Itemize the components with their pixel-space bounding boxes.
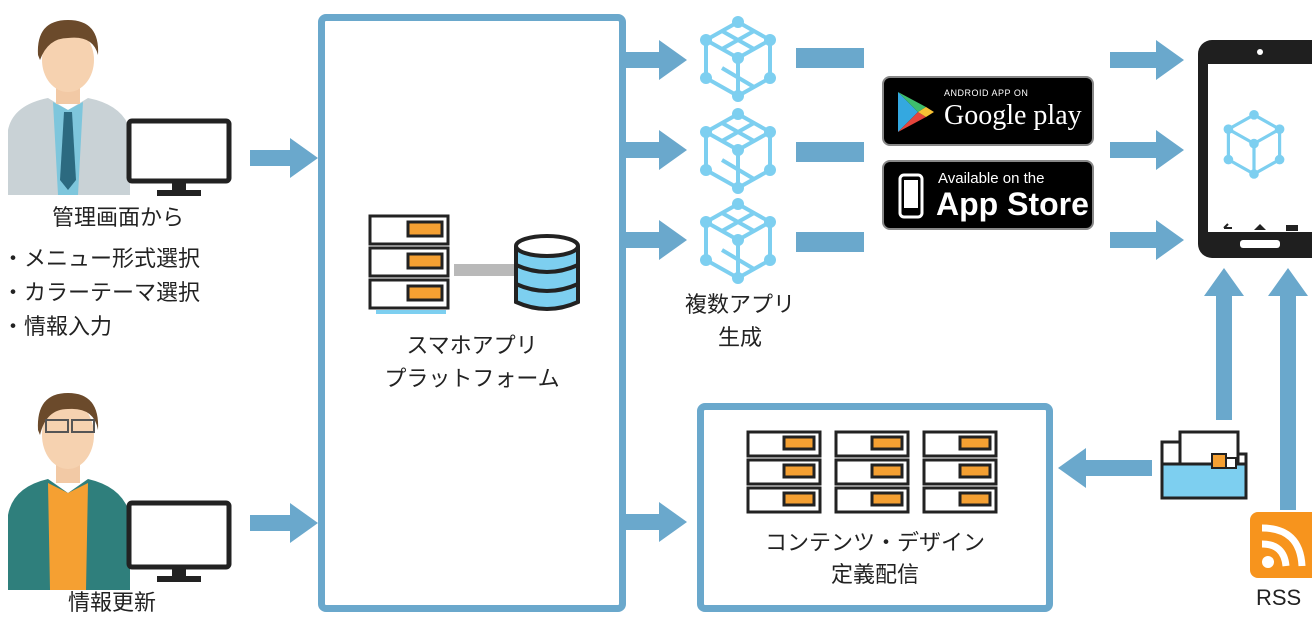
- google-play-small-text: ANDROID APP ON: [944, 88, 1029, 98]
- smartphone-icon: [1198, 40, 1312, 258]
- app-to-store-bar-1: [796, 48, 864, 68]
- editor-monitor-icon: [126, 500, 232, 582]
- admin-to-platform-arrow: [250, 138, 318, 178]
- editor-person-icon: [8, 393, 130, 590]
- platform-to-app-arrow-3: [625, 220, 687, 260]
- app-store-small-text: Available on the: [938, 170, 1045, 187]
- rss-to-phone-arrow: [1268, 268, 1308, 510]
- admin-person-icon: [8, 20, 130, 195]
- platform-box: [318, 14, 626, 612]
- store-to-phone-arrow-2: [1110, 130, 1184, 170]
- admin-item-color-theme: ・カラーテーマ選択: [2, 281, 201, 306]
- rss-label: RSS: [1256, 585, 1302, 610]
- app-cube-icon-1: [700, 16, 776, 102]
- platform-to-app-arrow-1: [625, 40, 687, 80]
- server-rack-icon: [368, 214, 450, 314]
- editor-to-platform-arrow: [250, 503, 318, 543]
- admin-item-info-input: ・情報入力: [2, 315, 113, 340]
- folder-icon: [1160, 430, 1248, 500]
- admin-item-menu-format: ・メニュー形式選択: [2, 247, 201, 272]
- platform-to-content-arrow: [625, 502, 687, 542]
- folder-to-content-arrow: [1058, 448, 1152, 488]
- content-server-icon-3: [922, 430, 998, 514]
- google-play-badge[interactable]: ANDROID APP ON Google play: [882, 76, 1094, 146]
- database-icon: [514, 234, 580, 311]
- phone-icon: [898, 173, 924, 219]
- content-server-icon-2: [834, 430, 910, 514]
- admin-monitor-icon: [126, 118, 232, 196]
- content-label-line1: コンテンツ・デザイン: [764, 531, 985, 556]
- folder-to-phone-arrow: [1204, 268, 1244, 420]
- admin-title: 管理画面から: [52, 206, 185, 231]
- google-play-triangle-icon: [898, 92, 934, 132]
- server-db-connector: [454, 264, 516, 276]
- google-play-big-text: Google play: [944, 100, 1082, 131]
- content-label-line2: 定義配信: [830, 563, 919, 588]
- apps-label-line1: 複数アプリ: [684, 293, 795, 318]
- platform-label-line1: スマホアプリ: [406, 334, 538, 359]
- app-to-store-bar-3: [796, 232, 864, 252]
- app-cube-icon-3: [700, 198, 776, 284]
- store-to-phone-arrow-1: [1110, 40, 1184, 80]
- platform-label-line2: プラットフォーム: [384, 367, 560, 392]
- app-store-big-text: App Store: [936, 186, 1089, 222]
- rss-icon[interactable]: [1250, 512, 1312, 578]
- apps-label-line2: 生成: [717, 326, 762, 351]
- content-server-icon-1: [746, 430, 822, 514]
- app-cube-icon-2: [700, 108, 776, 194]
- app-to-store-bar-2: [796, 142, 864, 162]
- app-store-badge[interactable]: Available on the App Store: [882, 160, 1094, 230]
- store-to-phone-arrow-3: [1110, 220, 1184, 260]
- editor-caption: 情報更新: [68, 591, 157, 616]
- platform-to-app-arrow-2: [625, 130, 687, 170]
